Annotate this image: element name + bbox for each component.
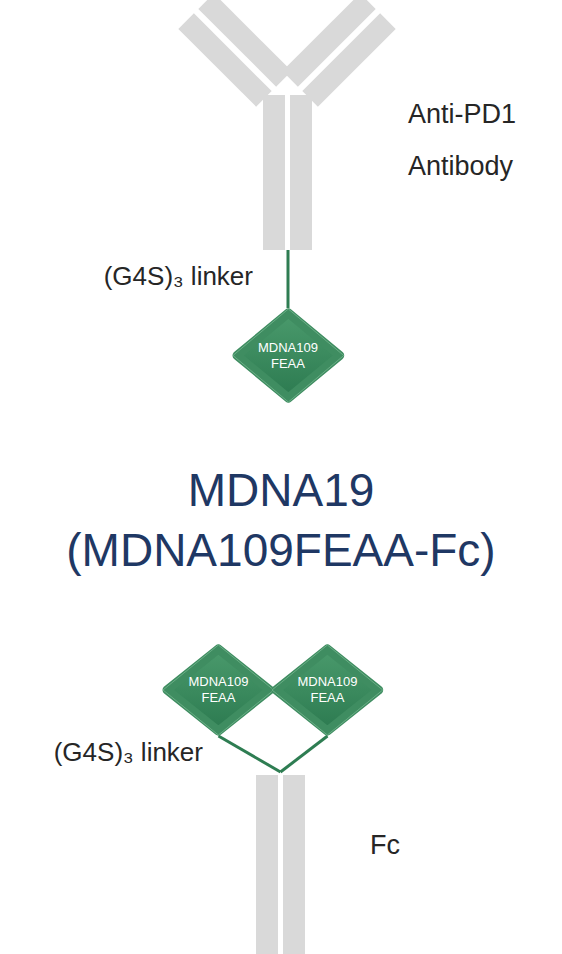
antibody-arm — [198, 0, 291, 87]
diamond-fill — [276, 649, 379, 731]
linker-label: (G4S)₃ linker — [102, 260, 255, 292]
linker-line — [281, 736, 328, 772]
fc-illustration — [256, 772, 305, 954]
node-label: Anti-PD1 Antibody — [408, 88, 558, 192]
cytokine-diamond: MDNA109 FEAA — [162, 644, 275, 736]
node-label: MDNA109 FEAA — [296, 674, 358, 706]
fc-chain — [256, 775, 278, 954]
antibody-illustration — [178, 0, 398, 250]
fc-domain: Fc — [256, 772, 305, 954]
diamond-rim — [233, 309, 344, 402]
linker-line — [286, 250, 289, 308]
linker-line — [218, 736, 280, 772]
cytokine-diamond: MDNA109 FEAA — [232, 308, 345, 403]
antibody-arm — [282, 0, 375, 87]
antibody-stem — [290, 95, 312, 250]
diagram-title: MDNA19 (MDNA109FEAA-Fc) — [21, 460, 541, 580]
node-label: MDNA109 FEAA — [187, 674, 249, 706]
antibody-stem — [263, 95, 285, 250]
diamond-fill — [167, 649, 270, 731]
fc-chain — [283, 775, 305, 954]
diamond-rim — [163, 645, 274, 735]
node-label: MDNA109 FEAA — [257, 340, 319, 372]
diamond-rim — [272, 645, 383, 735]
linker-label: (G4S)₃ linker — [52, 736, 205, 768]
antibody-shape: Anti-PD1 Antibody — [178, 0, 398, 250]
cytokine-diamond: MDNA109 FEAA — [271, 644, 384, 736]
node-label: Fc — [370, 819, 430, 871]
diamond-fill — [237, 313, 340, 398]
